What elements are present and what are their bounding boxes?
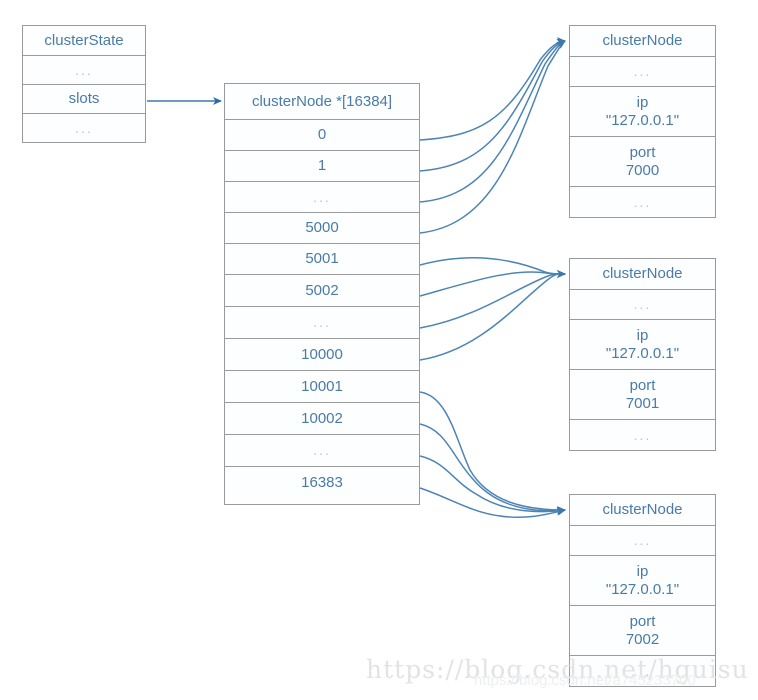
slot-row-5001: 5001 — [225, 244, 419, 275]
cluster-node-port-value-7001: 7001 — [625, 394, 660, 412]
cluster-node-box-7001: clusterNode ... ip "127.0.0.1" port 7001… — [569, 258, 716, 451]
cluster-state-ellipsis-top: ... — [23, 56, 145, 85]
slot-row-10002: 10002 — [225, 403, 419, 435]
slots-array-box: clusterNode *[16384] 0 1 ... 5000 5001 5… — [224, 83, 420, 505]
cluster-node-port-7002: port 7002 — [570, 606, 715, 656]
cluster-node-port-value-7000: 7000 — [625, 161, 660, 179]
cluster-node-port-label-7001: port — [629, 377, 656, 395]
cluster-node-ellipsis-bottom-7001: ... — [570, 420, 715, 450]
cluster-node-ellipsis-top-7000: ... — [570, 57, 715, 87]
cluster-node-ellipsis-bottom-7000: ... — [570, 187, 715, 217]
slot-row-10000: 10000 — [225, 339, 419, 371]
link-group-node-7002 — [419, 391, 566, 519]
cluster-node-port-7000: port 7000 — [570, 137, 715, 187]
cluster-node-ip-7002: ip "127.0.0.1" — [570, 556, 715, 606]
slot-row-ellipsis-1: ... — [225, 182, 419, 213]
cluster-node-port-7001: port 7001 — [570, 370, 715, 420]
slot-row-16383: 16383 — [225, 467, 419, 499]
cluster-node-title-7002: clusterNode — [570, 495, 715, 526]
cluster-state-box: clusterState ... slots ... — [22, 25, 146, 143]
cluster-node-box-7002: clusterNode ... ip "127.0.0.1" port 7002… — [569, 494, 716, 687]
cluster-node-ip-value-7001: "127.0.0.1" — [605, 344, 680, 362]
cluster-node-ip-label-7000: ip — [636, 94, 649, 112]
cluster-node-ip-label-7002: ip — [636, 563, 649, 581]
slot-row-ellipsis-3: ... — [225, 435, 419, 467]
slot-row-ellipsis-2: ... — [225, 307, 419, 339]
cluster-node-ip-7000: ip "127.0.0.1" — [570, 87, 715, 137]
cluster-node-ip-value-7002: "127.0.0.1" — [605, 580, 680, 598]
cluster-state-ellipsis-bottom: ... — [23, 114, 145, 142]
cluster-node-ellipsis-bottom-7002: ... — [570, 656, 715, 686]
slot-row-5000: 5000 — [225, 213, 419, 244]
cluster-node-port-label-7002: port — [629, 613, 656, 631]
cluster-node-box-7000: clusterNode ... ip "127.0.0.1" port 7000… — [569, 25, 716, 218]
cluster-state-title: clusterState — [23, 26, 145, 56]
link-group-node-7000 — [419, 37, 566, 234]
slot-row-0: 0 — [225, 120, 419, 151]
cluster-node-ip-value-7000: "127.0.0.1" — [605, 111, 680, 129]
slot-row-1: 1 — [225, 151, 419, 182]
cluster-node-port-value-7002: 7002 — [625, 630, 660, 648]
cluster-node-ellipsis-top-7002: ... — [570, 526, 715, 556]
watermark-secondary: https://blog.csdn.net/a745233700 — [474, 672, 696, 689]
cluster-node-ellipsis-top-7001: ... — [570, 290, 715, 320]
cluster-state-field-slots: slots — [23, 85, 145, 114]
cluster-node-ip-7001: ip "127.0.0.1" — [570, 320, 715, 370]
watermark-primary: https://blog.csdn.net/hguisu — [366, 655, 749, 684]
link-group-node-7001 — [419, 257, 566, 361]
cluster-node-ip-label-7001: ip — [636, 327, 649, 345]
cluster-node-port-label-7000: port — [629, 144, 656, 162]
cluster-node-title-7001: clusterNode — [570, 259, 715, 290]
slots-array-header: clusterNode *[16384] — [225, 84, 419, 120]
slot-row-10001: 10001 — [225, 371, 419, 403]
slot-row-5002: 5002 — [225, 275, 419, 307]
cluster-node-title-7000: clusterNode — [570, 26, 715, 57]
